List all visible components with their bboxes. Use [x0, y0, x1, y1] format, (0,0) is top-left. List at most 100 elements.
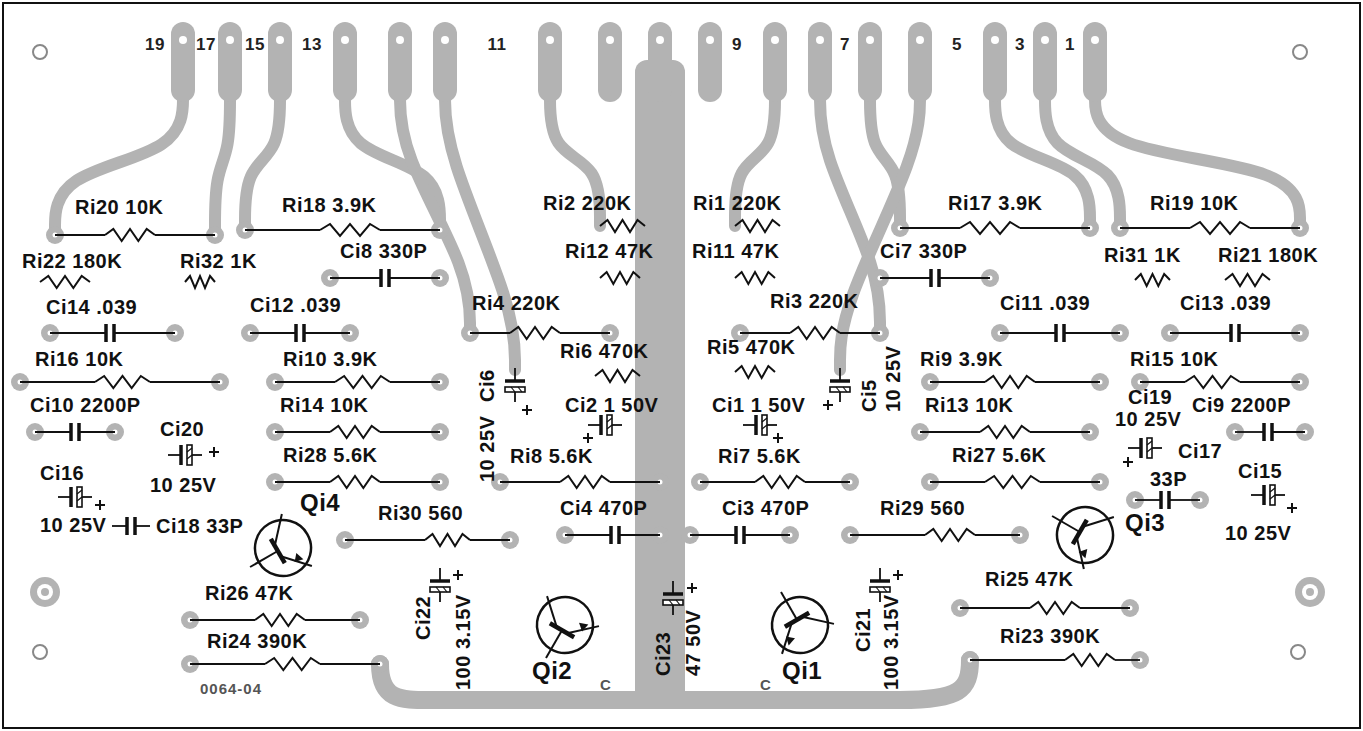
component-label: Ci2 1 50V — [565, 394, 658, 416]
lead-wire — [55, 234, 105, 236]
capacitor-symbol — [836, 387, 840, 392]
component-label: Ci6 — [476, 369, 498, 402]
polarity-mark — [1291, 503, 1293, 513]
lead-wire — [1030, 431, 1090, 433]
lead-wire — [305, 619, 360, 621]
resistor-symbol — [40, 276, 90, 288]
edge-connector-pad — [268, 22, 292, 102]
resistor-symbol — [960, 222, 1020, 234]
resistor-symbol — [1185, 376, 1240, 388]
capacitor-symbol — [762, 418, 767, 422]
capacitor-symbol — [112, 324, 116, 342]
lead-wire — [389, 277, 440, 279]
resistor-symbol — [1065, 654, 1115, 666]
pad-hole — [396, 36, 404, 44]
lead-wire — [960, 607, 1030, 609]
resistor-symbol — [335, 376, 390, 388]
capacitor-symbol — [1062, 324, 1066, 342]
edge-connector-pad — [598, 22, 622, 102]
capacitor-symbol — [58, 496, 71, 498]
transistor-symbol — [235, 508, 322, 593]
component-label: 10 25V — [1225, 522, 1291, 544]
resistor-symbol — [185, 276, 215, 288]
lead-wire — [79, 431, 115, 433]
component-label: Ri31 1K — [1104, 244, 1181, 266]
capacitor-symbol — [1270, 488, 1275, 492]
component-label: Ri10 3.9K — [283, 348, 378, 370]
lead-wire — [1250, 227, 1300, 229]
component-label: Ri16 10K — [35, 348, 124, 370]
pad-hole — [546, 36, 554, 44]
capacitor-symbol — [607, 415, 612, 435]
component-symbols — [20, 220, 1305, 673]
pad-hole — [991, 36, 999, 44]
component-label: Ri22 180K — [22, 250, 122, 272]
component-label: 10 25V — [150, 474, 216, 496]
edge-connector-pad — [763, 22, 787, 102]
lead-wire — [939, 277, 990, 279]
lead-wire — [50, 332, 106, 334]
copper-trace — [245, 90, 280, 230]
component-label: Ci1 1 50V — [712, 394, 805, 416]
transistor-symbol — [755, 577, 840, 664]
resistor-symbol — [1190, 222, 1250, 234]
transistor-symbol — [263, 514, 294, 546]
capacitor-symbol — [1251, 494, 1264, 496]
capacitor-symbol — [876, 587, 880, 592]
lead-wire — [345, 539, 425, 541]
capacitor-symbol — [104, 324, 108, 342]
component-label: Ri20 10K — [75, 196, 164, 218]
transistor-label: Qi4 — [300, 490, 340, 516]
capacitor-symbol — [1054, 324, 1058, 342]
capacitor-symbol — [599, 415, 603, 435]
transistor-symbol — [536, 596, 568, 627]
edge-connector-pad — [333, 22, 357, 102]
electrolytic-capacitor-symbol — [743, 415, 777, 435]
component-label: Ri23 390K — [1000, 625, 1100, 647]
resistor-symbol — [320, 224, 380, 236]
pin-number: 9 — [732, 34, 742, 56]
capacitor-symbol — [754, 415, 758, 435]
component-label: Ri32 1K — [180, 250, 257, 272]
lead-wire — [1140, 381, 1185, 383]
transistor-symbol — [1083, 506, 1114, 538]
component-label: 10 25V — [476, 416, 498, 482]
capacitor-symbol — [883, 587, 887, 592]
copper-trace — [445, 90, 515, 370]
capacitor-symbol — [743, 424, 756, 426]
lead-wire — [1272, 431, 1305, 433]
capacitor-symbol — [430, 579, 450, 583]
component-label: Ri30 560 — [378, 502, 463, 524]
pad-hole — [771, 36, 779, 44]
capacitor-symbol — [839, 368, 841, 381]
capacitor-symbol — [676, 600, 680, 605]
edge-connector-pad — [908, 22, 932, 102]
capacitor-symbol — [1270, 485, 1275, 505]
lead-wire — [380, 431, 440, 433]
edge-connector-pad — [1033, 22, 1057, 102]
pad-hole — [1091, 36, 1099, 44]
lead-wire — [1020, 227, 1090, 229]
capacitor-symbol — [669, 600, 673, 605]
edge-connector-pad — [698, 22, 722, 102]
capacitor-symbol — [430, 587, 450, 592]
edge-connector-pad — [983, 22, 1007, 102]
resistor-symbol — [560, 476, 610, 488]
capacitor-symbol — [518, 387, 522, 392]
capacitor-symbol — [125, 517, 129, 535]
capacitor-symbol — [187, 455, 192, 459]
component-label: Ri27 5.6K — [952, 444, 1047, 466]
pad-hole — [341, 36, 349, 44]
lead-wire — [1035, 381, 1100, 383]
edge-connector-pad — [433, 22, 457, 102]
transistor-symbol — [762, 587, 838, 663]
capacitor-symbol — [1147, 441, 1152, 445]
transistor-symbol — [1052, 516, 1080, 532]
mounting-ring — [30, 577, 60, 607]
component-label: Ci14 .039 — [46, 296, 137, 318]
edge-connector-pad — [648, 22, 672, 102]
component-label: Ci8 330P — [340, 240, 427, 262]
resistor-symbol — [105, 229, 155, 241]
component-label: Ri4 220K — [472, 292, 561, 314]
copper-trace — [840, 90, 920, 370]
